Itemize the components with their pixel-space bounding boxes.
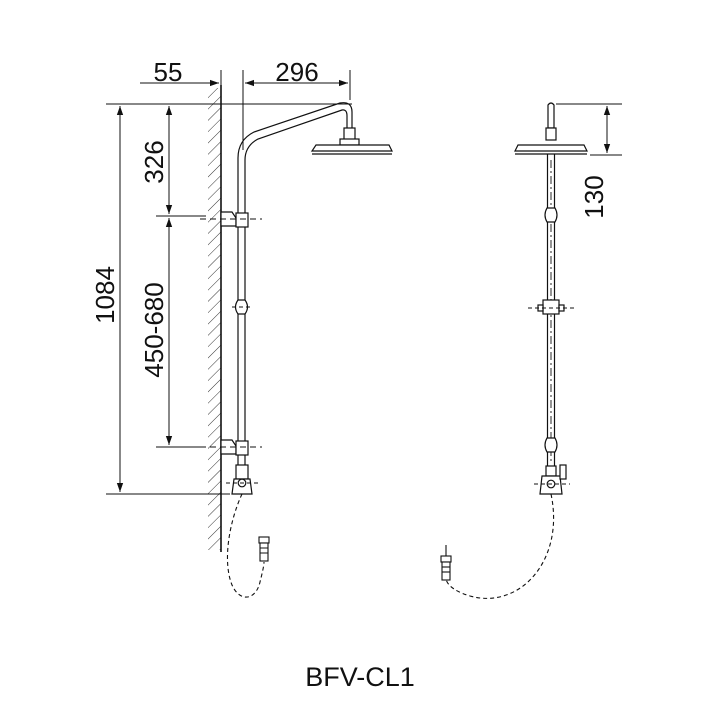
wall-hatching <box>208 85 222 552</box>
side-view: 55 296 1084 326 450-680 <box>90 57 393 598</box>
dim-side-head-drop: 130 <box>579 175 609 218</box>
dim-wall-offset: 55 <box>154 57 183 87</box>
model-label: BFV-CL1 <box>305 662 415 692</box>
dim-head-drop: 326 <box>139 140 169 183</box>
lower-wall-bracket <box>200 439 262 456</box>
riser-pipe <box>237 102 353 470</box>
front-shower-hose <box>445 493 555 599</box>
dimension-lines <box>106 70 352 495</box>
overhead-shower-head <box>310 144 393 155</box>
front-lower-collar <box>544 437 558 453</box>
front-slider <box>528 299 574 315</box>
upper-wall-bracket <box>200 211 262 228</box>
dim-bracket-spacing: 450-680 <box>139 282 169 377</box>
shower-hose <box>226 493 265 598</box>
hand-shower <box>258 536 270 562</box>
front-upper-collar <box>544 207 558 223</box>
front-shower-head <box>514 144 588 155</box>
dim-arm-reach: 296 <box>275 57 318 87</box>
dim-total-height: 1084 <box>90 266 120 324</box>
front-top-cap <box>545 102 557 141</box>
head-connector <box>343 127 356 141</box>
front-hand-shower <box>440 545 452 581</box>
middle-collar <box>232 299 252 315</box>
diverter-valve <box>226 464 260 495</box>
front-diverter <box>534 464 570 495</box>
front-dimension-lines <box>556 103 622 156</box>
front-view: 130 <box>440 102 622 599</box>
